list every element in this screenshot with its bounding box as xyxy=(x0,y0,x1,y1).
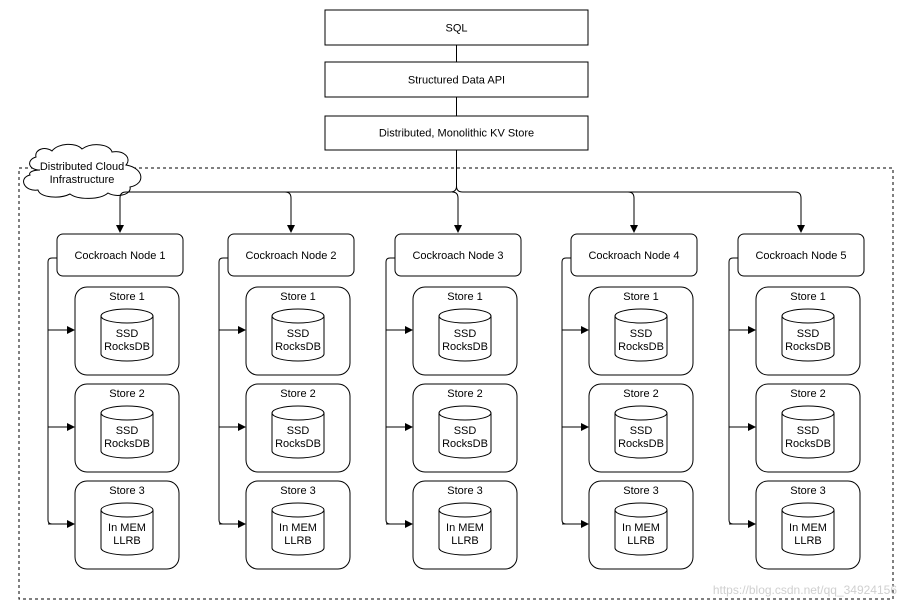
storage-engine-label: RocksDB xyxy=(785,438,831,450)
store-label: Store 1 xyxy=(447,291,482,303)
database-cylinder-icon xyxy=(100,502,154,556)
storage-engine-label: LLRB xyxy=(284,535,312,547)
storage-engine-label: RocksDB xyxy=(104,438,150,450)
storage-medium-label: In MEM xyxy=(279,522,317,534)
database-cylinder-icon xyxy=(614,308,668,362)
store-label: Store 2 xyxy=(280,388,315,400)
node-box xyxy=(570,233,698,277)
storage-medium-label: SSD xyxy=(116,425,139,437)
api-layer-label: Structured Data API xyxy=(408,75,505,87)
store-label: Store 3 xyxy=(109,485,144,497)
database-cylinder-icon xyxy=(271,308,325,362)
cloud-icon xyxy=(23,143,142,199)
storage-engine-label: LLRB xyxy=(451,535,479,547)
node-spine xyxy=(47,257,57,525)
database-cylinder-icon xyxy=(781,405,835,459)
storage-engine-label: LLRB xyxy=(794,535,822,547)
storage-engine-label: RocksDB xyxy=(785,341,831,353)
store-label: Store 1 xyxy=(109,291,144,303)
store-label: Store 3 xyxy=(280,485,315,497)
storage-medium-label: SSD xyxy=(454,328,477,340)
storage-medium-label: SSD xyxy=(287,425,310,437)
store-label: Store 2 xyxy=(790,388,825,400)
database-cylinder-icon xyxy=(614,502,668,556)
storage-medium-label: SSD xyxy=(630,328,653,340)
arrow-to-node-3 xyxy=(451,191,462,233)
arrow-to-node-2 xyxy=(284,191,295,233)
storage-medium-label: In MEM xyxy=(622,522,660,534)
distributor-left xyxy=(119,185,457,199)
database-cylinder-icon xyxy=(781,502,835,556)
storage-medium-label: SSD xyxy=(287,328,310,340)
node-box xyxy=(227,233,355,277)
kv-store-layer-box xyxy=(324,115,589,151)
store-label: Store 1 xyxy=(790,291,825,303)
storage-engine-label: RocksDB xyxy=(104,341,150,353)
node-spine xyxy=(728,257,738,525)
storage-medium-label: SSD xyxy=(116,328,139,340)
store-label: Store 3 xyxy=(447,485,482,497)
storage-engine-label: RocksDB xyxy=(275,341,321,353)
store-label: Store 2 xyxy=(623,388,658,400)
store-label: Store 1 xyxy=(280,291,315,303)
node-box xyxy=(56,233,184,277)
database-cylinder-icon xyxy=(614,405,668,459)
store-label: Store 1 xyxy=(623,291,658,303)
storage-medium-label: In MEM xyxy=(446,522,484,534)
watermark-text: https://blog.csdn.net/qq_34924156 xyxy=(713,583,897,597)
storage-medium-label: SSD xyxy=(630,425,653,437)
node-label: Cockroach Node 1 xyxy=(74,250,165,262)
arrow-to-node-4 xyxy=(627,191,638,233)
storage-engine-label: RocksDB xyxy=(442,438,488,450)
storage-engine-label: RocksDB xyxy=(275,438,321,450)
cloud-label-line-2: Infrastructure xyxy=(50,174,115,186)
database-cylinder-icon xyxy=(438,308,492,362)
sql-layer-box xyxy=(324,9,589,46)
node-spine xyxy=(561,257,571,525)
cloud-label-line-1: Distributed Cloud xyxy=(40,161,124,173)
node-box xyxy=(394,233,522,277)
storage-medium-label: In MEM xyxy=(108,522,146,534)
storage-engine-label: LLRB xyxy=(627,535,655,547)
api-layer-box xyxy=(324,61,589,98)
store-label: Store 3 xyxy=(790,485,825,497)
database-cylinder-icon xyxy=(100,308,154,362)
database-cylinder-icon xyxy=(438,502,492,556)
database-cylinder-icon xyxy=(271,502,325,556)
storage-medium-label: SSD xyxy=(797,328,820,340)
node-label: Cockroach Node 3 xyxy=(412,250,503,262)
node-label: Cockroach Node 4 xyxy=(588,250,679,262)
infrastructure-boundary xyxy=(18,167,894,600)
store-label: Store 2 xyxy=(447,388,482,400)
storage-engine-label: RocksDB xyxy=(618,438,664,450)
storage-engine-label: RocksDB xyxy=(618,341,664,353)
database-cylinder-icon xyxy=(271,405,325,459)
sql-layer-label: SQL xyxy=(445,23,467,35)
store-label: Store 2 xyxy=(109,388,144,400)
database-cylinder-icon xyxy=(438,405,492,459)
database-cylinder-icon xyxy=(100,405,154,459)
storage-medium-label: In MEM xyxy=(789,522,827,534)
node-spine xyxy=(218,257,228,525)
node-spine xyxy=(385,257,395,525)
kv-store-layer-label: Distributed, Monolithic KV Store xyxy=(379,128,534,140)
node-label: Cockroach Node 5 xyxy=(755,250,846,262)
storage-medium-label: SSD xyxy=(797,425,820,437)
database-cylinder-icon xyxy=(781,308,835,362)
node-box xyxy=(737,233,865,277)
storage-medium-label: SSD xyxy=(454,425,477,437)
storage-engine-label: RocksDB xyxy=(442,341,488,353)
store-label: Store 3 xyxy=(623,485,658,497)
node-label: Cockroach Node 2 xyxy=(245,250,336,262)
storage-engine-label: LLRB xyxy=(113,535,141,547)
